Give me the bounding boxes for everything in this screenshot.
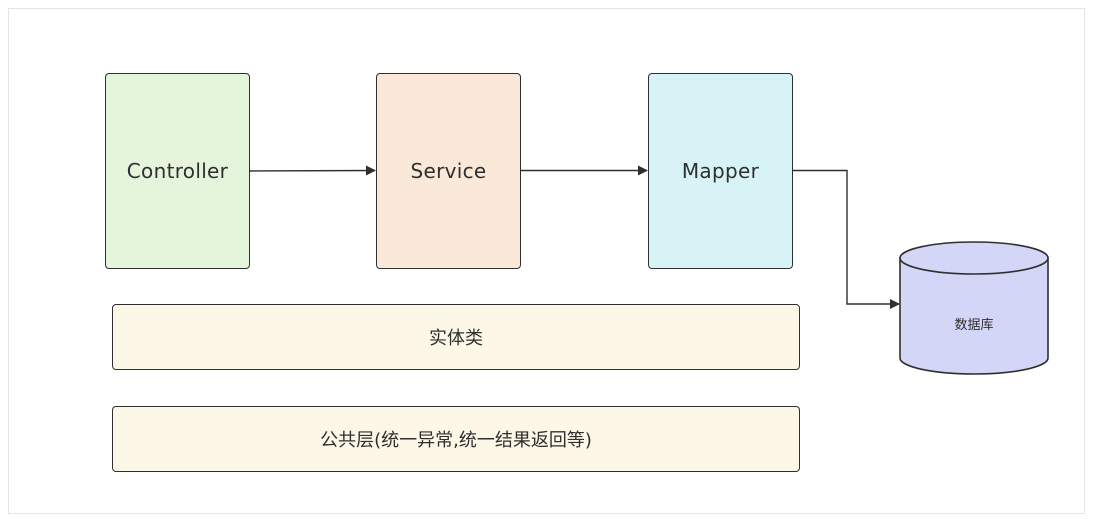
entity-label: 实体类 [429, 328, 483, 349]
common-layer-box: 公共层(统一异常,统一结果返回等) [112, 406, 800, 472]
controller-layer-box: Controller [105, 73, 250, 269]
entity-layer-box: 实体类 [112, 304, 800, 370]
mapper-label: Mapper [681, 159, 760, 183]
database-label: 数据库 [954, 318, 994, 333]
mapper-layer-box: Mapper [648, 73, 793, 269]
service-layer-box: Service [376, 73, 521, 269]
common-label: 公共层(统一异常,统一结果返回等) [320, 430, 592, 451]
controller-label: Controller [126, 159, 229, 183]
service-label: Service [410, 159, 487, 183]
